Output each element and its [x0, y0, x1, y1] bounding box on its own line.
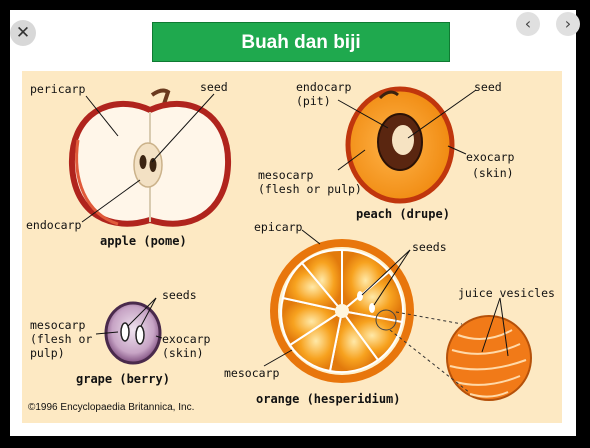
peach-illustration [345, 86, 455, 204]
apple-seed [139, 155, 147, 169]
juice-vesicles-texture [449, 329, 527, 398]
grape-half [104, 301, 162, 365]
zoom-line [389, 329, 471, 394]
label-apple-pericarp: pericarp [30, 82, 86, 96]
grape-illustration [104, 301, 162, 365]
label-peach-pit: (pit) [296, 94, 331, 108]
label-peach-flesh: (flesh or pulp) [258, 182, 362, 196]
caption-apple: apple (pome) [100, 234, 187, 248]
vesicle-zoom-ring [375, 309, 397, 331]
apple-illustration [68, 88, 232, 227]
zoom-line [395, 311, 463, 325]
caption-orange: orange (hesperidium) [256, 392, 401, 406]
caption-peach: peach (drupe) [356, 207, 450, 221]
page-title: Buah dan biji [152, 22, 450, 62]
label-grape-flesh: (flesh or [30, 332, 93, 346]
copyright-text: ©1996 Encyclopaedia Britannica, Inc. [28, 402, 195, 413]
peach-stem [378, 90, 399, 100]
apple-core [133, 142, 163, 188]
label-apple-seed: seed [200, 80, 228, 94]
label-peach-seed: seed [474, 80, 502, 94]
label-peach-endocarp: endocarp [296, 80, 352, 94]
label-grape-seeds: seeds [162, 288, 197, 302]
label-grape-skin: (skin) [162, 346, 204, 360]
label-grape-pulp: pulp) [30, 346, 65, 360]
label-peach-skin: (skin) [472, 166, 514, 180]
label-orange-mesocarp: mesocarp [224, 366, 280, 380]
chevron-left-icon[interactable]: ‹ [516, 12, 540, 36]
peach-seed [392, 125, 414, 155]
juice-vesicles-detail [446, 315, 532, 401]
grape-seed [135, 325, 145, 345]
label-grape-exocarp: exocarp [162, 332, 211, 346]
apple-skin-edge [75, 139, 119, 226]
orange-center [335, 304, 349, 318]
chevron-right-icon[interactable]: › [556, 12, 580, 36]
leader-lines [81, 89, 509, 367]
label-grape-mesocarp: mesocarp [30, 318, 86, 332]
label-apple-endocarp: endocarp [26, 218, 82, 232]
label-peach-exocarp: exocarp [466, 150, 515, 164]
label-orange-juice-vesicles: juice vesicles [458, 286, 555, 300]
orange-illustration [270, 239, 532, 401]
label-peach-mesocarp: mesocarp [258, 168, 314, 182]
label-orange-epicarp: epicarp [254, 220, 303, 234]
orange-seed [369, 303, 375, 313]
label-orange-seeds: seeds [412, 240, 447, 254]
apple-stem [150, 88, 171, 111]
close-icon[interactable]: ✕ [10, 20, 36, 46]
caption-grape: grape (berry) [76, 372, 170, 386]
orange-seed [357, 291, 363, 301]
apple-seed [149, 158, 157, 172]
grape-seed [120, 322, 130, 342]
